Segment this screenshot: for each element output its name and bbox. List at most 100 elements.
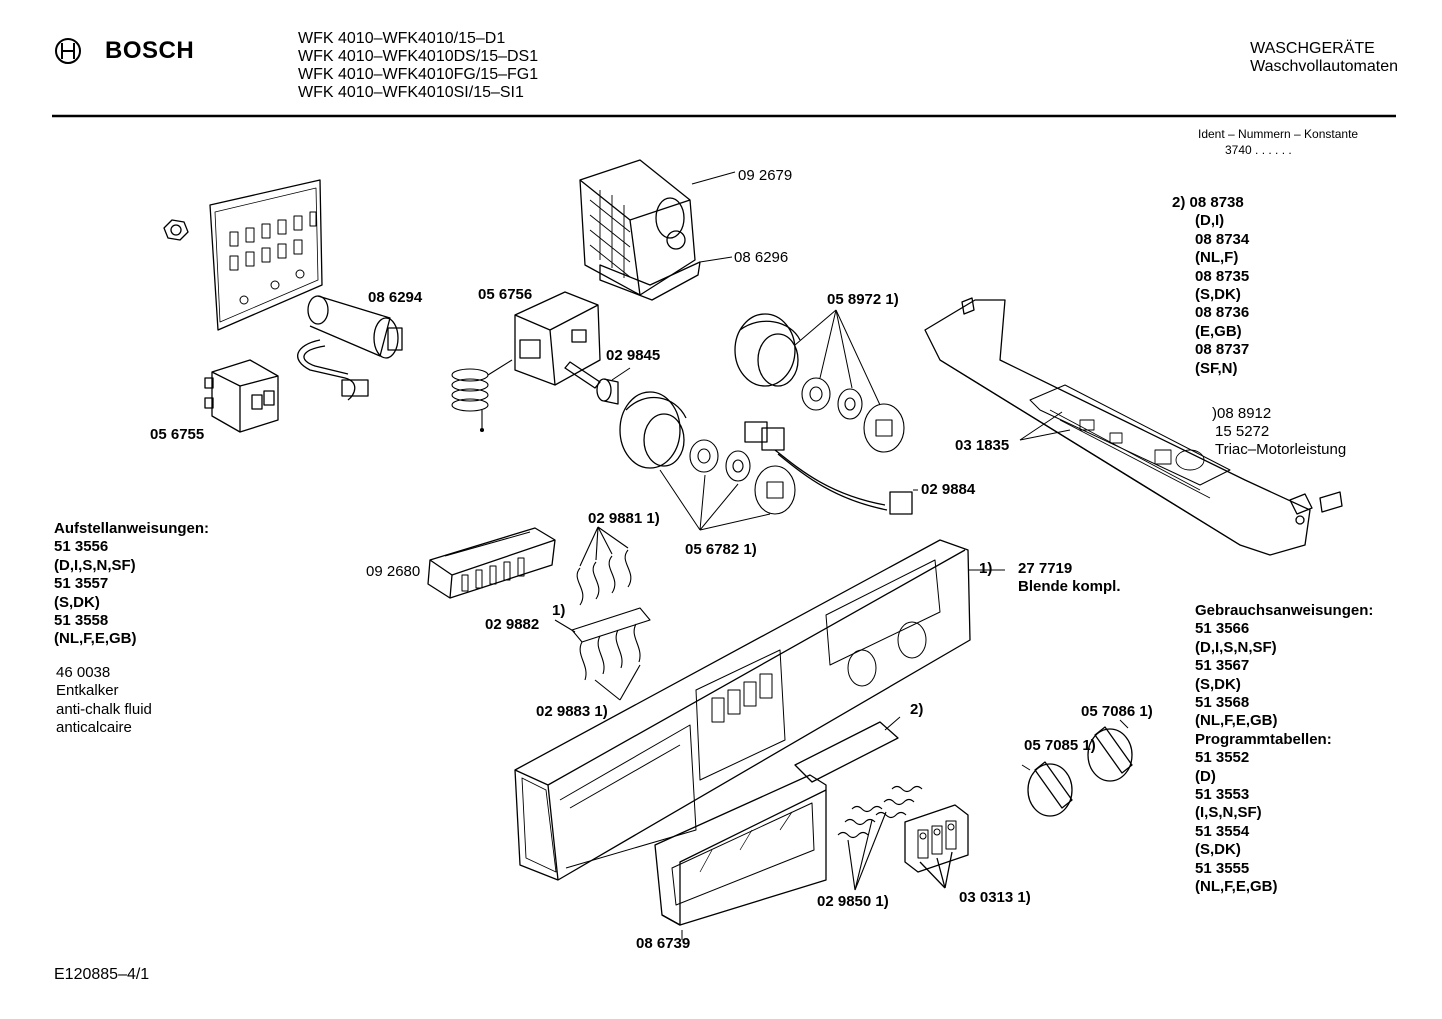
ident-value: 3740 . . . . . .	[1225, 143, 1292, 157]
model-list: WFK 4010–WFK4010/15–D1 WFK 4010–WFK4010D…	[298, 30, 538, 102]
doc-line: (S,DK)	[1195, 675, 1241, 693]
descaler-info: 46 0038 Entkalker anti-chalk fluid antic…	[56, 664, 152, 738]
ident-label: Ident – Nummern – Konstante	[1198, 127, 1359, 141]
variant-line: 08 8736	[1195, 304, 1250, 322]
doc-line: 51 3555	[1195, 859, 1250, 877]
category-block: WASCHGERÄTE Waschvollautomaten	[1250, 40, 1398, 76]
button-springs-drawing	[838, 787, 922, 891]
rotary-knob-left-drawing	[1022, 762, 1072, 816]
knob-cap-upper-drawing	[735, 314, 800, 386]
part-label: 05 6755	[150, 426, 205, 443]
variant-line: (SF,N)	[1195, 359, 1238, 377]
variant-line: (D,I)	[1195, 212, 1225, 230]
program-timer-drawing	[580, 160, 735, 300]
part-label: )08 8912	[1212, 405, 1272, 422]
doc-line: 51 3552	[1195, 749, 1250, 767]
doc-line: 51 3553	[1195, 786, 1250, 804]
part-label: 05 6782 1)	[685, 541, 757, 558]
board-variants-list: 2) 08 8738 (D,I) 08 8734 (NL,F) 08 8735 …	[1172, 194, 1249, 378]
capacitor-drawing	[298, 296, 402, 400]
mounting-plate-drawing	[164, 180, 322, 330]
model-line: WFK 4010–WFK4010FG/15–FG1	[298, 66, 539, 83]
drawing-code: E120885–4/1	[54, 966, 150, 983]
knob-cap-lower-drawing	[620, 392, 686, 468]
section-title: Aufstellanweisungen:	[54, 520, 210, 537]
variant-line: (E,GB)	[1195, 322, 1242, 340]
model-line: WFK 4010–WFK4010DS/15–DS1	[298, 48, 539, 65]
part-label: 15 5272	[1215, 423, 1270, 440]
variant-line: 08 8735	[1195, 267, 1250, 285]
doc-line: (D,I,S,N,SF)	[54, 556, 136, 574]
part-label: 02 9845	[606, 347, 661, 364]
part-label: 02 9883 1)	[536, 703, 608, 720]
doc-line: 51 3567	[1195, 657, 1250, 675]
category-title: WASCHGERÄTE	[1250, 40, 1375, 57]
display-cover-drawing	[655, 775, 826, 940]
spring-clips-drawing	[555, 527, 650, 700]
part-note: 2)	[910, 701, 924, 718]
section-title: Programmtabellen:	[1195, 730, 1332, 748]
rotary-knob-right-drawing	[1088, 720, 1132, 781]
part-label: 05 7085 1)	[1024, 737, 1096, 754]
variant-line: 2) 08 8738	[1172, 194, 1244, 211]
doc-line: (S,DK)	[1195, 841, 1241, 859]
doc-line: 51 3568	[1195, 694, 1250, 712]
doc-line: 51 3557	[54, 575, 109, 593]
variant-line: (S,DK)	[1195, 286, 1241, 304]
label-plate-drawing	[795, 717, 900, 782]
terminal-strip-drawing	[428, 528, 555, 598]
doc-line: 51 3558	[54, 612, 109, 630]
part-label: 08 6739	[636, 935, 691, 952]
variant-line: 08 8737	[1195, 341, 1250, 359]
part-label: 05 8972 1)	[827, 291, 899, 308]
part-label: 08 6294	[368, 289, 423, 306]
door-switch-drawing	[452, 292, 630, 432]
bosch-logo-icon	[56, 39, 80, 63]
part-label: 03 0313 1)	[959, 889, 1031, 906]
triac-block: )08 8912 15 5272 Triac–Motorleistung	[1212, 405, 1346, 459]
motor-control-board-drawing	[925, 298, 1342, 555]
model-line: WFK 4010–WFK4010SI/15–SI1	[298, 84, 524, 101]
model-line: WFK 4010–WFK4010/15–D1	[298, 30, 506, 47]
part-label: 02 9881 1)	[588, 510, 660, 527]
category-subtitle: Waschvollautomaten	[1250, 58, 1398, 75]
doc-line: (NL,F,E,GB)	[1195, 712, 1278, 730]
part-label: 02 9850 1)	[817, 893, 889, 910]
doc-line: (I,S,N,SF)	[1195, 804, 1262, 822]
part-description: Triac–Motorleistung	[1215, 441, 1347, 458]
doc-line: 51 3554	[1195, 822, 1250, 840]
part-description: Blende kompl.	[1018, 578, 1121, 595]
section-title: Gebrauchsanweisungen:	[1195, 602, 1374, 619]
part-label: 03 1835	[955, 437, 1010, 454]
brand-name: BOSCH	[105, 37, 195, 64]
doc-line: (NL,F,E,GB)	[54, 630, 137, 648]
installation-instructions: Aufstellanweisungen: 51 3556 (D,I,S,N,SF…	[54, 520, 209, 649]
part-label: 08 6296	[734, 249, 789, 266]
doc-line: 51 3556	[54, 538, 109, 556]
leader-lines-056782	[660, 470, 770, 530]
part-label: 02 9882	[485, 616, 540, 633]
doc-line: anti-chalk fluid	[56, 700, 152, 718]
doc-line: (D)	[1195, 767, 1216, 785]
part-note: 1)	[979, 560, 993, 577]
push-buttons-drawing	[905, 805, 968, 888]
part-note: 1)	[552, 602, 566, 619]
doc-line: (NL,F,E,GB)	[1195, 878, 1278, 896]
doc-line: 51 3566	[1195, 620, 1250, 638]
doc-line: anticalcaire	[56, 719, 132, 737]
part-label: 05 6756	[478, 286, 533, 303]
part-label: 09 2680	[366, 563, 421, 580]
cable-connector-drawing	[745, 422, 918, 514]
doc-line: (D,I,S,N,SF)	[1195, 638, 1277, 656]
variant-line: 08 8734	[1195, 230, 1250, 248]
filter-block-drawing	[205, 360, 278, 432]
part-label: 02 9884	[921, 481, 976, 498]
doc-line: 46 0038	[56, 664, 111, 681]
user-manuals: Gebrauchsanweisungen: 51 3566 (D,I,S,N,S…	[1195, 602, 1373, 897]
part-label: 27 7719	[1018, 560, 1073, 577]
control-panel-drawing	[515, 540, 1005, 880]
knob-discs-drawing	[690, 378, 904, 514]
doc-line: Entkalker	[56, 682, 119, 700]
part-label: 09 2679	[738, 167, 793, 184]
